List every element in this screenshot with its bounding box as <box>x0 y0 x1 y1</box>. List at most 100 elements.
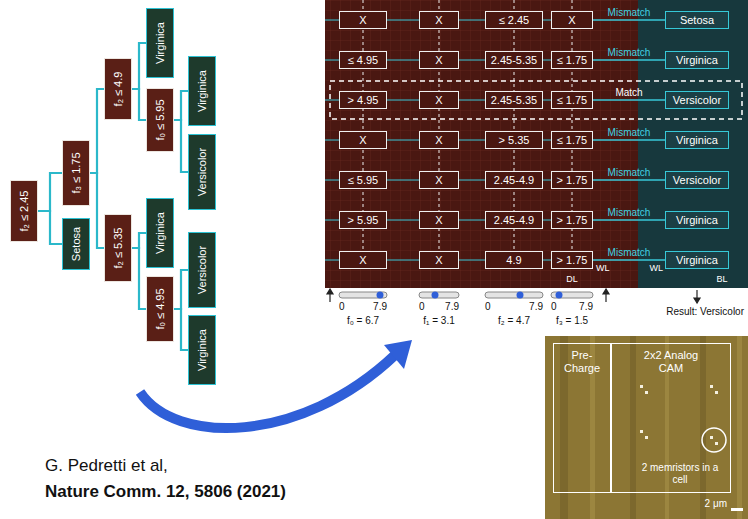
node-text: X <box>435 134 442 147</box>
node-text: Versicolor <box>673 174 721 187</box>
match-line <box>593 179 665 180</box>
match-status: Mismatch <box>608 247 651 258</box>
tree-branch <box>90 173 104 248</box>
memristor-dot <box>710 385 713 388</box>
node-text: X <box>359 134 366 147</box>
class-label-box: Versicolor <box>665 171 729 189</box>
decision-node: f₂ ≤ 2.45 <box>10 180 38 242</box>
node-text: Virginica <box>196 70 209 112</box>
cam-cell: 4.9 <box>485 251 543 269</box>
node-text: X <box>435 174 442 187</box>
node-text: X <box>435 14 442 27</box>
cam-cell: X <box>551 11 593 29</box>
slider-knob <box>432 292 439 299</box>
memristor-dot <box>640 385 643 388</box>
memristor-dot <box>645 436 648 439</box>
axis-max: 7.9 <box>373 301 387 313</box>
cam-array-grid <box>325 0 638 288</box>
cam-array-panel <box>325 0 638 288</box>
decision-node: f₀ ≤ 5.95 <box>146 88 174 152</box>
arrow-head <box>327 289 333 294</box>
slider-bar <box>485 292 543 298</box>
cam-cell: X <box>339 11 387 29</box>
node-text: Virginica <box>154 22 167 64</box>
node-text: > 4.95 <box>348 94 379 107</box>
tree-branch <box>174 270 188 309</box>
node-text: f₀ ≤ 4.95 <box>154 288 167 329</box>
node-text: ≤ 5.95 <box>348 174 379 187</box>
tree-branch <box>132 233 146 248</box>
cam-cell: > 5.95 <box>339 211 387 229</box>
axis-max: 7.9 <box>529 301 543 313</box>
slider-knob <box>556 292 563 299</box>
cam-cell: > 1.75 <box>551 251 593 269</box>
match-line <box>593 19 665 20</box>
cam-cell: 2.45-5.35 <box>485 51 543 69</box>
slider-knob <box>517 292 524 299</box>
axis-min: 0 <box>551 301 557 313</box>
node-text: > 5.35 <box>499 134 530 147</box>
word-lines <box>325 20 572 260</box>
class-label-box: Virginica <box>665 211 729 229</box>
leaf-node: Virginica <box>146 8 174 78</box>
node-text: X <box>568 14 575 27</box>
cam-cell: X <box>419 11 459 29</box>
data-lines <box>363 0 572 270</box>
tree-branch <box>174 309 188 350</box>
signal-name: WL <box>596 263 610 273</box>
signal-name: WL <box>650 263 664 273</box>
feature-value: f₁ = 3.1 <box>423 315 454 327</box>
node-text: Virginica <box>676 134 718 147</box>
node-text: f₂ ≤ 2.45 <box>18 191 31 232</box>
cam-cell: > 1.75 <box>551 211 593 229</box>
axis-min: 0 <box>485 301 491 313</box>
node-text: X <box>435 94 442 107</box>
leaf-node: Virginica <box>188 56 216 126</box>
tree-branch <box>38 211 62 244</box>
cam-cell: > 5.35 <box>485 131 543 149</box>
node-text: ≤ 1.75 <box>557 134 588 147</box>
decision-node: f₀ ≤ 4.95 <box>146 276 174 342</box>
match-line <box>593 139 665 140</box>
micrograph-trace <box>700 336 706 519</box>
cam-cell: 2.45-4.9 <box>485 171 543 189</box>
class-label-box: Versicolor <box>665 91 729 109</box>
node-text: > 1.75 <box>557 214 588 227</box>
match-status: Mismatch <box>608 47 651 58</box>
scale-label: 2 μm <box>705 498 727 510</box>
feature-value: f₀ = 6.7 <box>347 315 379 327</box>
mapping-arrow-head <box>384 340 412 369</box>
node-text: 2.45-5.35 <box>491 94 537 107</box>
cam-cell: ≤ 5.95 <box>339 171 387 189</box>
citation-authors: G. Pedretti et al, <box>45 456 168 476</box>
feature-value: f₃ = 1.5 <box>556 315 588 327</box>
match-highlight <box>330 81 742 119</box>
callout-text: 2 memristors in a cell <box>640 462 720 485</box>
chip-region-box: Pre-Charge <box>553 343 611 493</box>
memristor-dot <box>715 391 718 394</box>
memristor-dot <box>640 430 643 433</box>
memristor-dot <box>645 391 648 394</box>
node-text: 2.45-5.35 <box>491 54 537 67</box>
node-text: ≤ 1.75 <box>557 54 588 67</box>
match-line <box>593 99 665 100</box>
cam-cell: ≤ 1.75 <box>551 131 593 149</box>
cam-cell: ≤ 2.45 <box>485 11 543 29</box>
cam-cell: 2.45-4.9 <box>485 211 543 229</box>
cam-cell: X <box>419 131 459 149</box>
match-status: Match <box>615 87 642 98</box>
result-text: Result: Versicolor <box>666 306 744 318</box>
axis-max: 7.9 <box>579 301 593 313</box>
match-line <box>593 259 665 260</box>
node-text: f₃ ≤ 1.75 <box>70 152 83 193</box>
memristor-dot <box>710 436 713 439</box>
cam-cell: ≤ 1.75 <box>551 91 593 109</box>
node-text: Versicolor <box>196 148 209 196</box>
node-text: Versicolor <box>196 246 209 294</box>
node-text: Virginica <box>676 254 718 267</box>
micrograph-trace <box>737 336 742 519</box>
match-status: Mismatch <box>608 7 651 18</box>
node-text: Virginica <box>676 214 718 227</box>
decision-node: f₂ ≤ 5.35 <box>104 214 132 282</box>
